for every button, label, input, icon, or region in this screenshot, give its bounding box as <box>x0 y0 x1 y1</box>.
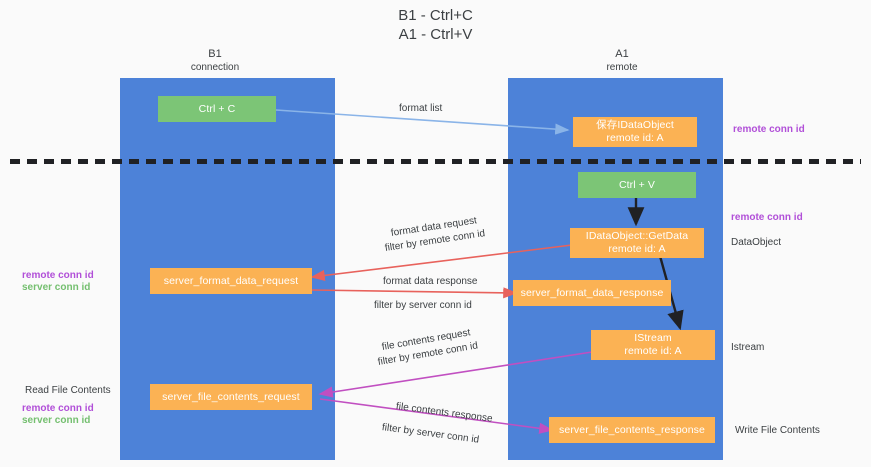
side-label-dataobject: DataObject <box>731 237 782 248</box>
node-idataobject-getdata-line1: IDataObject::GetData <box>585 230 689 242</box>
node-ctrl-v-label: Ctrl + V <box>618 178 656 191</box>
node-idataobject-getdata-line2: remote id: A <box>608 243 666 255</box>
node-server-format-data-response[interactable]: server_format_data_response <box>513 280 671 306</box>
side-label-left-remote-conn-id-mid: remote conn id <box>22 270 94 281</box>
side-label-remote-conn-id-top: remote conn id <box>733 124 805 135</box>
node-server-file-contents-response[interactable]: server_file_contents_response <box>549 417 715 443</box>
node-istream-line2: remote id: A <box>624 345 682 357</box>
side-label-istream: Istream <box>731 342 765 353</box>
node-server-file-contents-request[interactable]: server_file_contents_request <box>150 384 312 410</box>
node-server-file-contents-request-label: server_file_contents_request <box>162 390 300 403</box>
node-save-idataobject-line2: remote id: A <box>606 132 664 144</box>
filter-key-server-conn-id: server conn id <box>409 300 472 311</box>
column-header-a1: A1 remote <box>562 48 682 74</box>
node-save-idataobject[interactable]: 保存IDataObject remote id: A <box>573 117 697 147</box>
edge-label-format-data-response: format data response <box>383 276 478 287</box>
node-idataobject-getdata[interactable]: IDataObject::GetData remote id: A <box>570 228 704 258</box>
filter-prefix: filter by <box>377 351 411 368</box>
side-label-remote-conn-id-mid: remote conn id <box>731 212 803 223</box>
node-server-file-contents-response-label: server_file_contents_response <box>559 423 705 436</box>
node-server-format-data-request-label: server_format_data_request <box>163 274 299 287</box>
node-istream[interactable]: IStream remote id: A <box>591 330 715 360</box>
edge-label-file-contents-response-filter: filter by server conn id <box>381 421 480 447</box>
side-label-left-remote-conn-id-bottom: remote conn id <box>22 403 94 414</box>
node-istream-line1: IStream <box>634 332 672 344</box>
edge-label-format-data-response-filter: filter by server conn id <box>374 299 472 312</box>
column-header-a1-name: A1 <box>615 48 629 60</box>
node-save-idataobject-line1: 保存IDataObject <box>596 119 674 131</box>
node-server-format-data-request[interactable]: server_format_data_request <box>150 268 312 294</box>
filter-prefix: filter by <box>384 238 418 254</box>
page-title: B1 - Ctrl+C A1 - Ctrl+V <box>398 7 473 43</box>
side-label-left-server-conn-id-mid: server conn id <box>22 282 91 293</box>
side-label-read-file-contents: Read File Contents <box>25 385 111 396</box>
node-ctrl-c[interactable]: Ctrl + C <box>158 96 276 122</box>
node-server-format-data-response-label: server_format_data_response <box>520 286 664 299</box>
filter-prefix: filter by <box>381 422 415 438</box>
filter-key-server-conn-id: server conn id <box>415 426 480 446</box>
column-header-a1-sub: remote <box>606 62 638 73</box>
filter-prefix: filter by <box>374 300 407 311</box>
node-ctrl-v[interactable]: Ctrl + V <box>578 172 696 198</box>
edge-label-file-contents-response: file contents response <box>395 401 494 425</box>
side-label-left-server-conn-id-bottom: server conn id <box>22 415 91 426</box>
column-header-b1-name: B1 <box>208 48 222 60</box>
column-header-b1: B1 connection <box>155 48 275 74</box>
edge-label-format-list: format list <box>399 103 443 114</box>
side-label-write-file-contents: Write File Contents <box>735 425 820 436</box>
node-ctrl-c-label: Ctrl + C <box>198 102 236 115</box>
column-header-b1-sub: connection <box>190 62 240 73</box>
